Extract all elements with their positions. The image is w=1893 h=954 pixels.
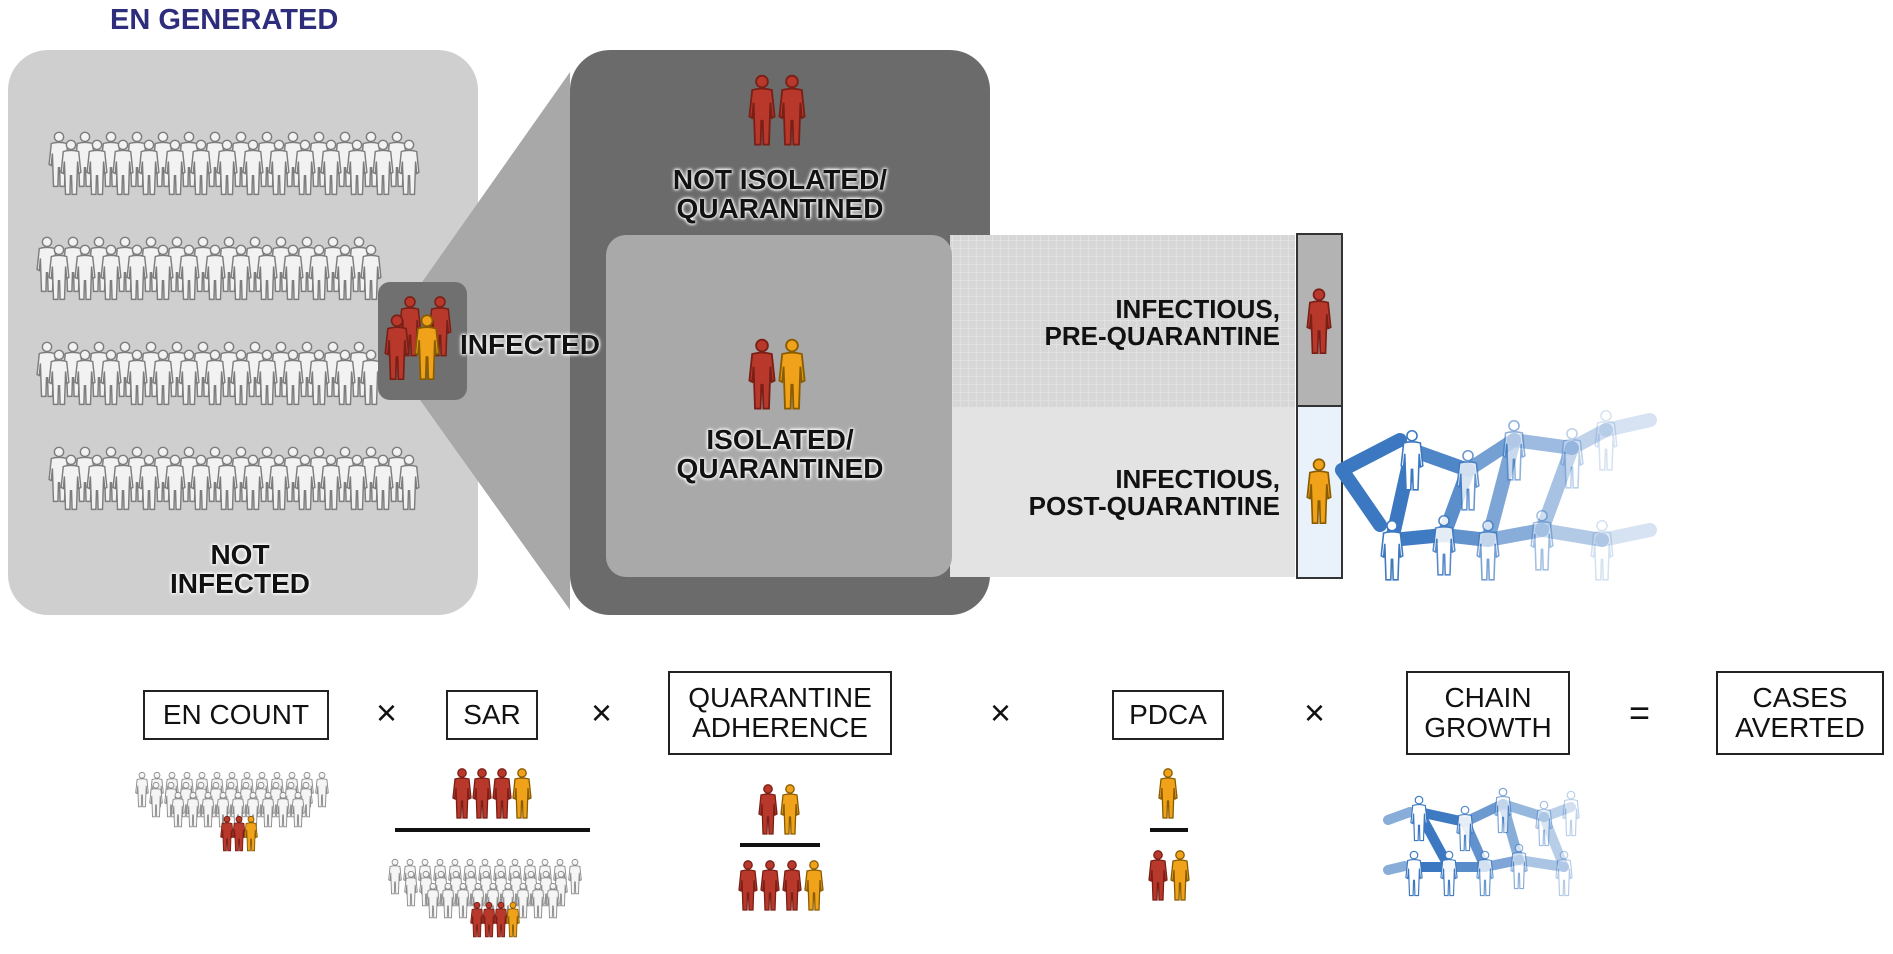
person-icon-red: [1148, 850, 1168, 901]
person-icon-gray: [135, 771, 149, 808]
person-icon-orange: [1158, 768, 1178, 819]
person-icon-blue: [1410, 795, 1428, 842]
person-icon-red: [472, 768, 492, 819]
person-icon-red: [760, 860, 780, 911]
chain-growth-term: CHAIN GROWTH: [1406, 671, 1570, 755]
post-quarantine-label: INFECTIOUS, POST-QUARANTINE: [1028, 464, 1280, 522]
person-icon-red: [738, 860, 758, 911]
person-icon-gray: [315, 771, 329, 808]
person-icon-orange: [1170, 850, 1190, 901]
person-icon-red: [452, 768, 472, 819]
person-icon-orange: [512, 768, 532, 819]
isolated-box: [606, 235, 952, 577]
chain-link: [1335, 463, 1387, 532]
person-icon-gray: [388, 858, 402, 895]
zoom-connector: [420, 72, 570, 610]
infected-label: INFECTED: [460, 329, 600, 360]
equals-operator: =: [1629, 692, 1651, 733]
not-isolated-label: NOT ISOLATED/ QUARANTINED: [672, 164, 888, 225]
person-icon-red: [782, 860, 802, 911]
cases-averted-result: CASES AVERTED: [1716, 671, 1884, 755]
isolated-label: ISOLATED/ QUARANTINED: [676, 424, 884, 485]
times-operator-3: ×: [990, 692, 1012, 733]
chain-link: [1383, 861, 1410, 875]
person-icon-red: [758, 784, 778, 835]
chain-link: [1335, 433, 1407, 477]
pre-quarantine-label: INFECTIOUS, PRE-QUARANTINE: [1044, 294, 1280, 352]
times-operator-1: ×: [376, 692, 398, 733]
chain-link: [1383, 807, 1415, 825]
en-count-term: EN COUNT: [143, 690, 329, 740]
pdca-term: PDCA: [1112, 690, 1224, 740]
times-operator-4: ×: [1304, 692, 1326, 733]
person-icon-orange: [804, 860, 824, 911]
times-operator-2: ×: [591, 692, 613, 733]
person-icon-blue: [1590, 519, 1614, 581]
quarantine-adherence-term: QUARANTINE ADHERENCE: [668, 671, 892, 755]
figure-title: EN GENERATED: [110, 4, 339, 36]
person-icon-blue: [1562, 790, 1580, 837]
pre-quarantine-band: [950, 235, 1295, 407]
not-infected-label: NOT INFECTED: [170, 539, 310, 600]
person-icon-orange: [780, 784, 800, 835]
post-quarantine-band: [950, 407, 1295, 577]
person-icon-blue: [1405, 850, 1423, 897]
person-icon-blue: [1594, 409, 1618, 471]
person-icon-red: [492, 768, 512, 819]
person-icon-gray: [568, 858, 582, 895]
sar-term: SAR: [446, 690, 538, 740]
transmission-chain: [1335, 409, 1657, 581]
